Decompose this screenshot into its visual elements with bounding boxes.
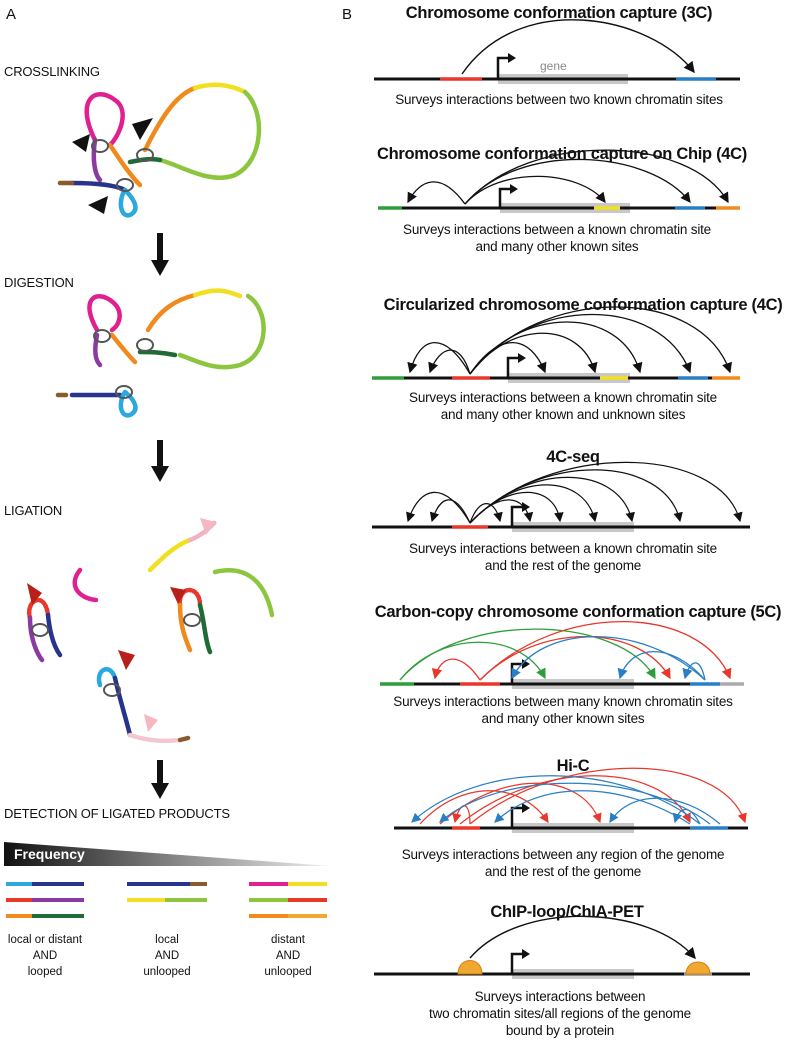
step-arrowhead-1 <box>151 260 169 276</box>
step-arrowhead-2 <box>151 466 169 482</box>
method-title-chip-loop: ChIP-loop/ChIA-PET <box>490 903 644 921</box>
gene-label: gene <box>540 59 567 73</box>
method-desc-hi-c: Surveys interactions between any region … <box>401 847 725 879</box>
method-title-4c-seq: 4C-seq <box>546 448 600 466</box>
method-chip-loop-track <box>374 915 750 979</box>
frequency-wedge <box>4 842 330 866</box>
panel-label-b: B <box>342 6 353 23</box>
method-desc-4c-circular: Surveys interactions between a known chr… <box>409 390 717 422</box>
method-title-4c-circular: Circularized chromosome conformation cap… <box>383 296 783 314</box>
method-4c-seq-track <box>372 461 750 532</box>
method-title-5c: Carbon-copy chromosome conformation capt… <box>374 603 782 621</box>
method-desc-chip-loop: Surveys interactions between two chromat… <box>429 989 691 1038</box>
method-title-hi-c: Hi-C <box>556 757 590 775</box>
step-detection: DETECTION OF LIGATED PRODUCTS <box>4 806 230 821</box>
ligation-products <box>6 882 327 918</box>
method-title-3c: Chromosome conformation capture (3C) <box>405 4 713 22</box>
method-desc-5c: Surveys interactions between many known … <box>393 694 733 726</box>
method-desc-4c-seq: Surveys interactions between a known chr… <box>409 541 717 573</box>
method-title-4c-chip: Chromosome conformation capture on Chip … <box>377 145 747 163</box>
step-ligation: LIGATION <box>4 503 63 518</box>
category-local-unlooped: local AND unlooped <box>143 934 191 978</box>
frequency-label: Frequency <box>14 846 85 862</box>
step-arrowhead-3 <box>151 783 169 799</box>
method-hi-c-track <box>394 767 748 833</box>
method-3c-track <box>374 19 740 84</box>
method-desc-3c: Surveys interactions between two known c… <box>395 92 723 107</box>
method-desc-4c-chip: Surveys interactions between a known chr… <box>403 222 711 254</box>
cut-site-arrowheads <box>72 118 153 214</box>
digestion-illustration <box>55 288 266 418</box>
ligation-arrowheads <box>27 518 216 732</box>
category-distant-unlooped: distant AND unlooped <box>264 934 312 978</box>
step-digestion: DIGESTION <box>4 275 74 290</box>
ligation-illustration <box>26 519 275 744</box>
method-4c-chip-track <box>378 149 740 213</box>
crosslinking-illustration <box>57 82 262 218</box>
panel-label-a: A <box>6 6 17 23</box>
step-crosslinking: CROSSLINKING <box>4 64 100 79</box>
category-looped: local or distant AND looped <box>7 934 83 978</box>
method-5c-track <box>380 621 744 689</box>
method-4c-circular-track <box>372 306 740 383</box>
